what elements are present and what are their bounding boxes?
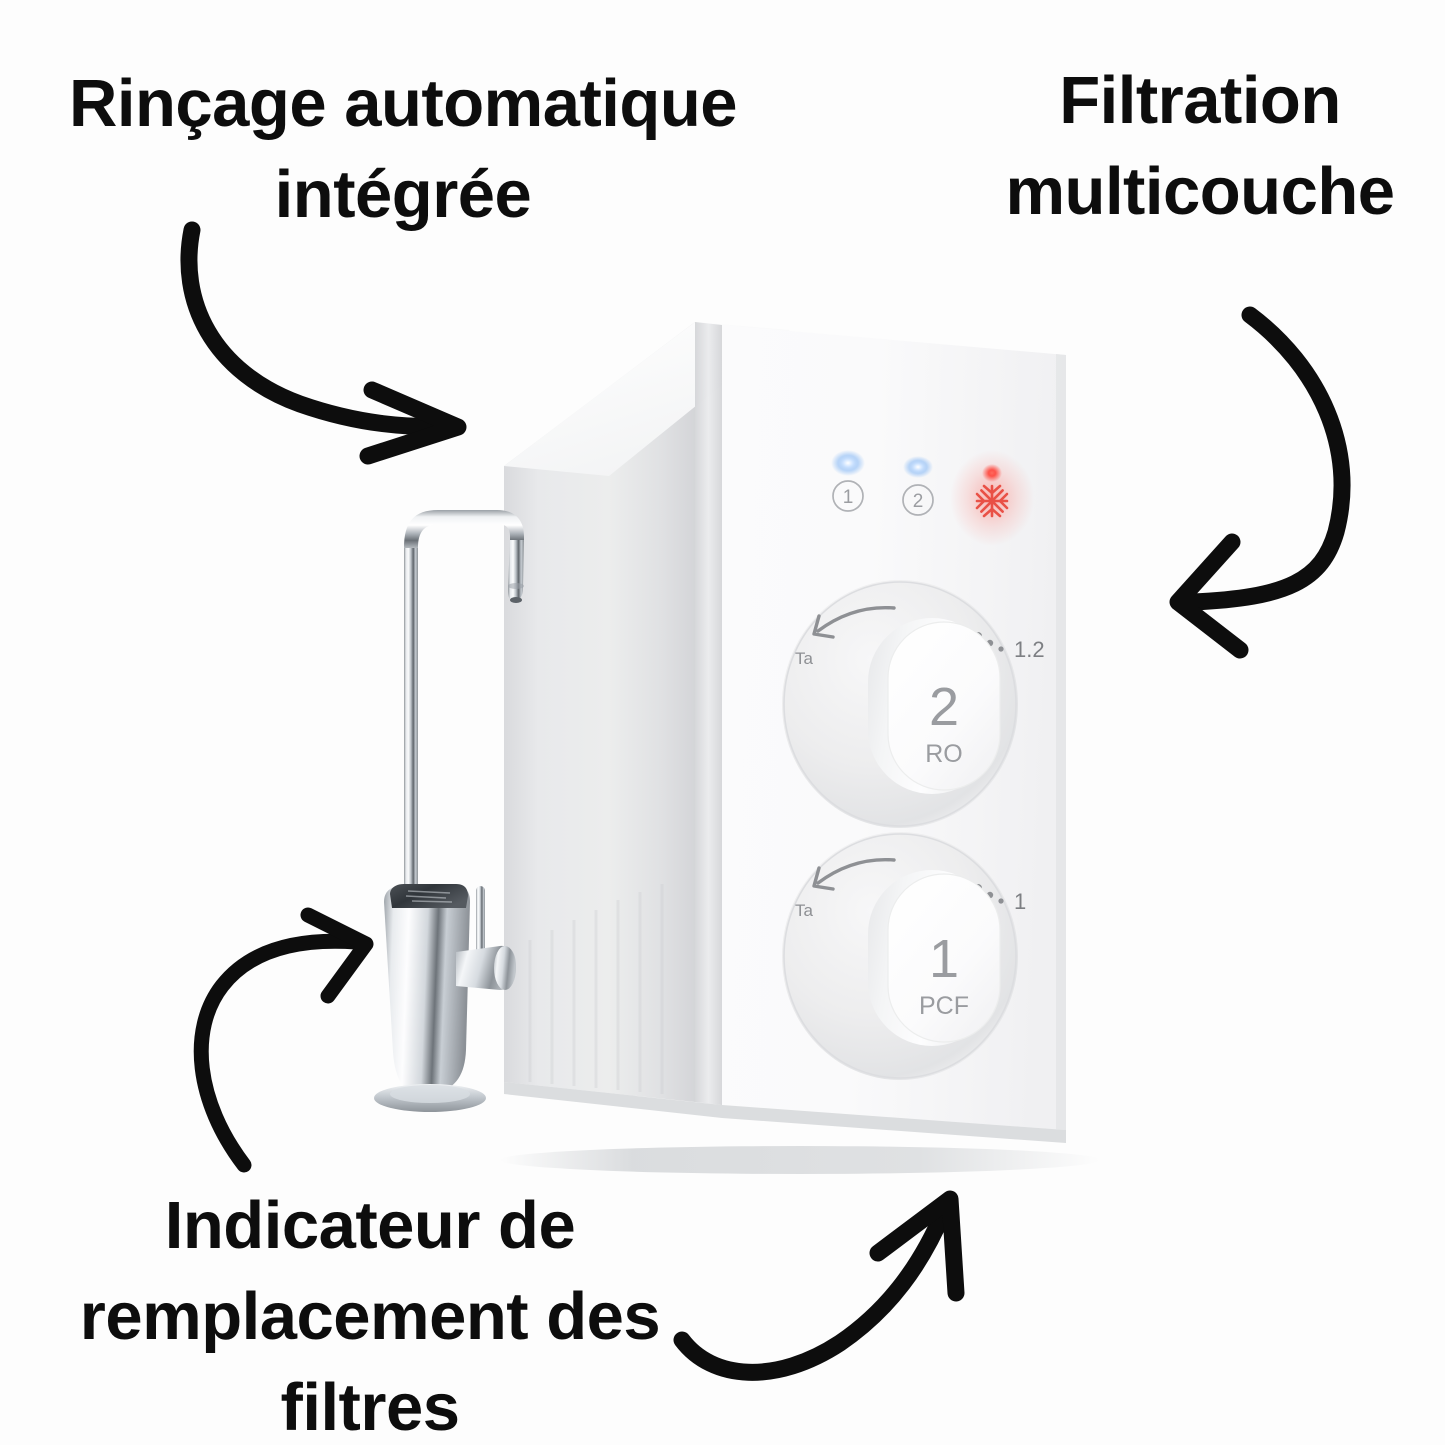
pcf-knob-right-label: 1 [1014, 889, 1026, 914]
faucet-valve-cap [494, 946, 516, 990]
ro-knob-well-ring [783, 581, 1017, 827]
device-seam [695, 322, 722, 1105]
faucet-arm [404, 510, 524, 548]
ro-rotate-arrowhead-icon [812, 614, 835, 639]
device-base-strip [504, 1082, 1066, 1143]
pcf-knob-code: PCF [919, 992, 969, 1020]
arrow-filter-indicator-head [300, 907, 374, 1004]
stage-1-ring-icon [832, 480, 864, 512]
device-side-ribbing [528, 884, 664, 1094]
ro-knob-right-label: 1.2 [1014, 637, 1045, 662]
pcf-knob-cap [887, 873, 1001, 1043]
arrow-multilayer-head [1169, 533, 1249, 659]
arrow-multilayer-shaft [1183, 306, 1351, 611]
stage-1-indicator[interactable]: 1 [831, 450, 865, 512]
snowflake-icon [975, 484, 1009, 518]
stage-2-label: 2 [913, 491, 924, 512]
device-shadow [500, 1146, 1100, 1174]
ro-knob-cap [887, 621, 1001, 791]
chrome-faucet [360, 490, 560, 1130]
pcf-rotate-arrowhead-icon [812, 866, 835, 891]
arrow-auto-rinse-shaft [180, 221, 461, 436]
caption-auto-rinse: Rinçage automatique intégrée [68, 66, 738, 233]
faucet-spout [508, 540, 524, 600]
water-purifier-device: 1 2 [470, 300, 1110, 1180]
ro-filter-knob[interactable]: Ta 1.2 2 RO [782, 580, 1045, 828]
stage-2-led [903, 456, 933, 478]
arrow-auto-rinse-head [359, 381, 467, 465]
caption-filter-replacement-indicator: Indicateur de remplacement des filtres [79, 1188, 661, 1445]
caption-multilayer-filtration: Filtration multicouche [1005, 63, 1395, 230]
stage-2-ring-icon [902, 484, 934, 516]
ro-rotate-arrow-icon [816, 605, 896, 633]
stage-1-led [831, 450, 865, 476]
pcf-knob-number: 1 [929, 929, 959, 989]
arrow-multilayer-filtration [1169, 306, 1351, 659]
ro-knob-number: 2 [929, 677, 959, 737]
pcf-knob-well-ring [783, 833, 1017, 1079]
ro-knob-code: RO [925, 740, 963, 768]
faucet-riser [404, 548, 418, 902]
faucet-engraving [405, 890, 453, 903]
uv-led [982, 464, 1002, 482]
pcf-knob-left-label: Ta [795, 901, 814, 920]
faucet-body [384, 886, 470, 1094]
ro-knob-left-label: Ta [795, 649, 814, 668]
faucet-aerator-icon [510, 597, 522, 603]
uv-sterilize-indicator[interactable] [950, 450, 1034, 546]
indicator-row: 1 2 [831, 450, 1034, 546]
stage-2-indicator[interactable]: 2 [902, 456, 934, 516]
arrow-device-pointer-head [869, 1190, 965, 1302]
faucet-top-plate [390, 884, 468, 908]
arrow-filter-indicator-shaft [193, 933, 364, 1173]
device-front-edge [1056, 354, 1066, 1130]
device-side-panel [504, 322, 695, 1102]
faucet-spout-ring [508, 583, 524, 589]
pcf-filter-knob[interactable]: Ta 1 1 PCF [782, 832, 1026, 1080]
faucet-base-inner [390, 1085, 470, 1103]
stage-1-label: 1 [843, 487, 854, 508]
pcf-rotate-arrow-icon [816, 857, 896, 885]
